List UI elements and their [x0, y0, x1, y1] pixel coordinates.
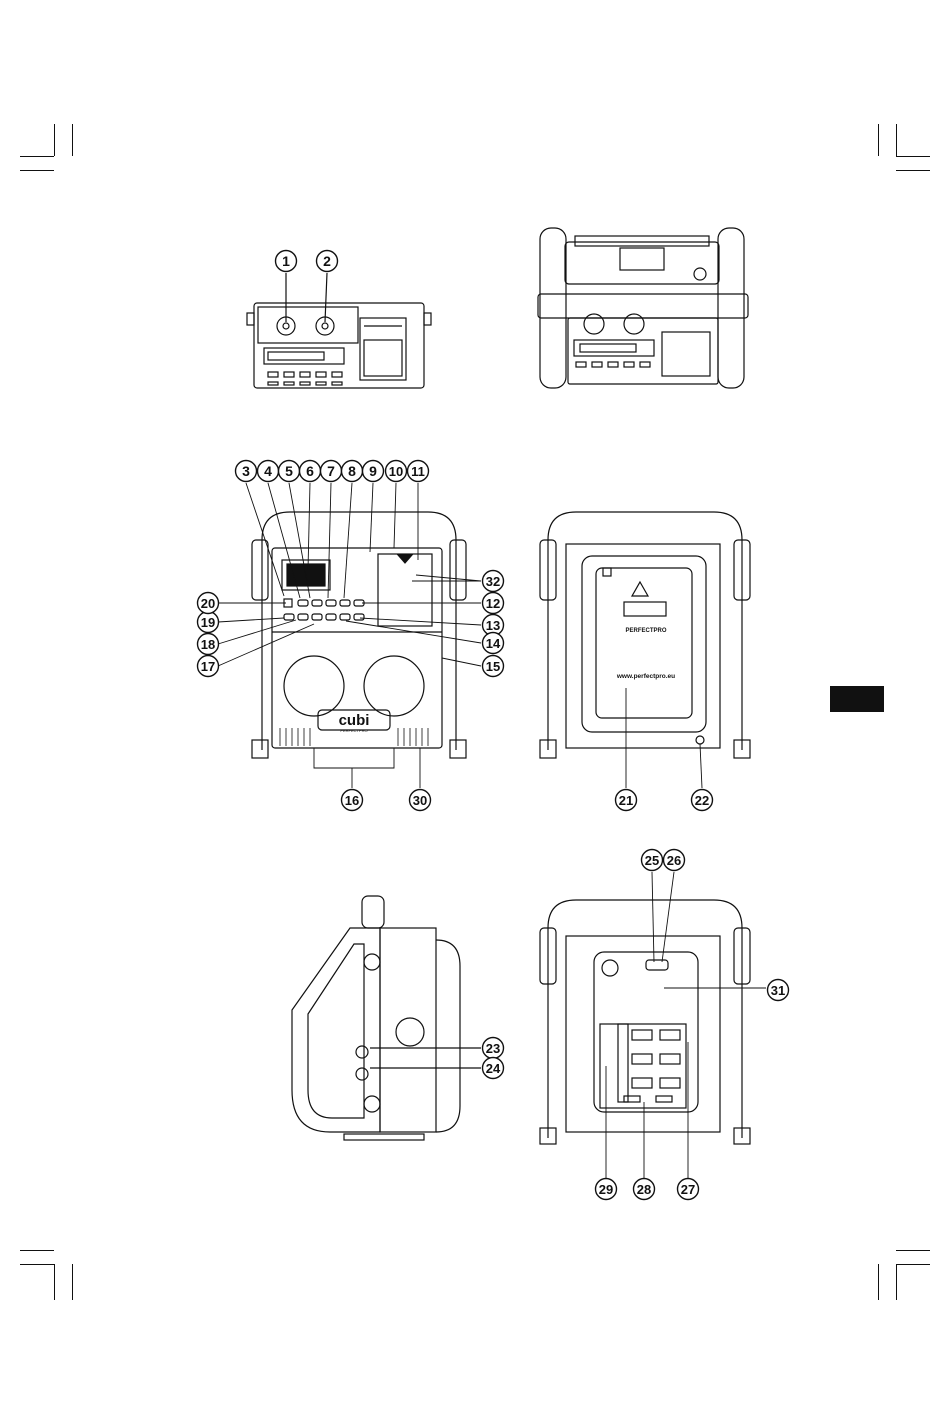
callout-number: 22	[695, 793, 709, 808]
battery-cells	[624, 1030, 680, 1102]
callout-26: 26	[664, 850, 685, 871]
callout-32: 32	[483, 571, 504, 592]
figure-battery-compartment	[540, 872, 766, 1178]
callout-8: 8	[342, 461, 363, 482]
callout-number: 8	[348, 463, 356, 479]
front-view-buttons-row1	[284, 599, 364, 607]
label-website: www.perfectpro.eu	[616, 673, 675, 680]
callout-number: 17	[201, 659, 215, 674]
callout-5: 5	[279, 461, 300, 482]
figure-side-view	[292, 896, 481, 1140]
device-brand: cubi	[339, 712, 370, 729]
callout-number: 3	[242, 463, 250, 479]
callout-number: 13	[486, 618, 500, 633]
rear-view-leader-lines	[416, 575, 702, 788]
callout-14: 14	[483, 633, 504, 654]
callout-number: 6	[306, 463, 314, 479]
callout-6: 6	[300, 461, 321, 482]
callout-number: 7	[327, 463, 335, 479]
callout-number: 18	[201, 637, 215, 652]
figure-angled-front	[538, 228, 748, 388]
callout-16: 16	[342, 790, 363, 811]
callout-number: 28	[637, 1182, 651, 1197]
callout-number: 31	[771, 983, 785, 998]
callout-number: 27	[681, 1182, 695, 1197]
callout-number: 24	[486, 1061, 501, 1076]
callout-number: 11	[411, 464, 425, 479]
callout-1: 1	[276, 251, 297, 272]
callout-number: 29	[599, 1182, 613, 1197]
callout-28: 28	[634, 1179, 655, 1200]
callout-number: 25	[645, 853, 659, 868]
callout-15: 15	[483, 656, 504, 677]
callout-18: 18	[198, 634, 219, 655]
callout-19: 19	[198, 612, 219, 633]
figure-top-view	[247, 273, 431, 388]
callout-3: 3	[236, 461, 257, 482]
callout-4: 4	[258, 461, 279, 482]
callout-11: 11	[408, 461, 429, 482]
callout-31: 31	[768, 980, 789, 1001]
callout-number: 2	[323, 253, 331, 269]
callout-30: 30	[410, 790, 431, 811]
angled-front-buttons	[576, 362, 650, 367]
callout-number: 32	[486, 574, 500, 589]
callout-2: 2	[317, 251, 338, 272]
callout-number: 4	[264, 463, 272, 479]
callout-24: 24	[483, 1058, 504, 1079]
callout-number: 21	[619, 793, 633, 808]
callout-number: 10	[389, 464, 403, 479]
callout-22: 22	[692, 790, 713, 811]
callout-number: 19	[201, 615, 215, 630]
callout-number: 23	[486, 1041, 500, 1056]
callout-9: 9	[363, 461, 384, 482]
label-brand: PERFECTPRO	[625, 628, 666, 634]
callout-number: 14	[486, 636, 501, 651]
top-view-buttons	[268, 372, 342, 385]
callout-20: 20	[198, 593, 219, 614]
device-sub-brand: PERFECTPRO	[340, 728, 367, 733]
front-view-buttons-row2	[284, 614, 364, 620]
callout-27: 27	[678, 1179, 699, 1200]
callout-number: 20	[201, 596, 215, 611]
callout-17: 17	[198, 656, 219, 677]
callout-number: 16	[345, 793, 359, 808]
callout-7: 7	[321, 461, 342, 482]
callout-number: 26	[667, 853, 681, 868]
callout-29: 29	[596, 1179, 617, 1200]
callout-number: 12	[486, 596, 500, 611]
figure-front-view: cubi PERFECTPRO	[218, 483, 481, 788]
callout-number: 30	[413, 793, 427, 808]
callout-12: 12	[483, 593, 504, 614]
callout-10: 10	[386, 461, 407, 482]
callout-23: 23	[483, 1038, 504, 1059]
callout-25: 25	[642, 850, 663, 871]
callout-number: 15	[486, 659, 500, 674]
callout-number: 1	[282, 253, 290, 269]
callout-number: 9	[369, 463, 377, 479]
callout-21: 21	[616, 790, 637, 811]
callout-number: 5	[285, 463, 293, 479]
